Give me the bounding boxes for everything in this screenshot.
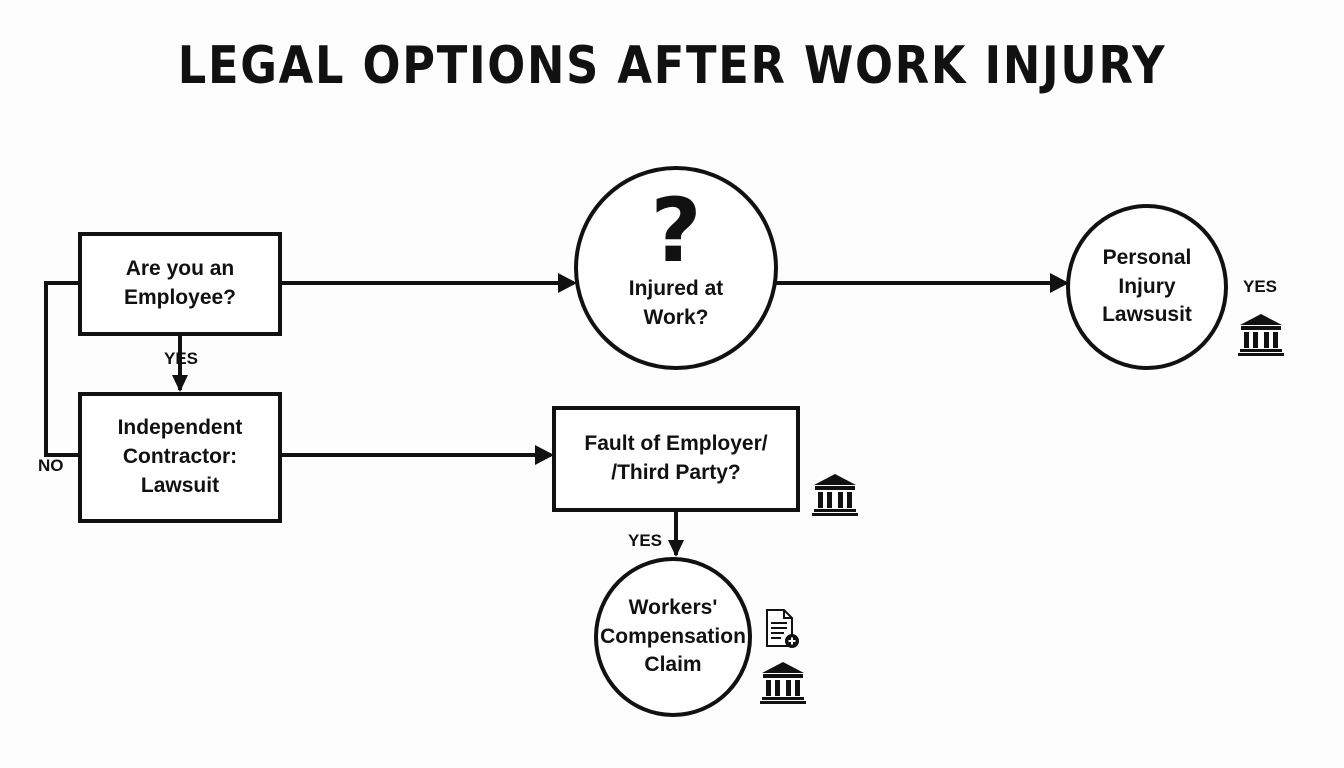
arrowhead-workers xyxy=(668,540,684,557)
label-yes-employee: YES xyxy=(164,349,199,368)
node-fault: Fault of Employer/ /Third Party? xyxy=(552,406,800,512)
label-yes-personal: YES xyxy=(1243,277,1278,296)
diagram-title: LEGAL OPTIONS AFTER WORK INJURY xyxy=(177,36,1167,96)
document-icon xyxy=(766,609,799,648)
courthouse-icon xyxy=(1238,314,1284,356)
courthouse-icon xyxy=(812,474,858,516)
node-contractor-text: Independent Contractor: Lawsuit xyxy=(117,416,243,497)
node-employee-text: Are you an Employee? xyxy=(123,257,237,309)
node-contractor: Independent Contractor: Lawsuit xyxy=(78,392,282,523)
node-workers-comp-text: Workers' Compensation Claim xyxy=(600,596,746,677)
arrowhead-injured xyxy=(558,273,577,293)
node-injured: ? Injured at Work? xyxy=(574,166,778,370)
loop-no xyxy=(44,281,78,457)
node-injured-text: Injured at Work? xyxy=(628,276,724,329)
arrowhead-personal xyxy=(1050,273,1069,293)
label-yes-fault: YES xyxy=(628,531,663,550)
node-personal-injury: Personal Injury Lawsusit xyxy=(1066,204,1228,370)
question-mark-icon: ? xyxy=(650,179,702,283)
arrowhead-fault xyxy=(535,445,554,465)
node-personal-injury-text: Personal Injury Lawsusit xyxy=(1102,246,1192,327)
arrowhead-contractor xyxy=(172,375,188,392)
node-fault-text: Fault of Employer/ /Third Party? xyxy=(584,432,768,484)
node-workers-comp: Workers' Compensation Claim xyxy=(594,557,752,717)
courthouse-icon xyxy=(760,662,806,704)
label-no: NO xyxy=(38,456,64,475)
node-employee: Are you an Employee? xyxy=(78,232,282,336)
